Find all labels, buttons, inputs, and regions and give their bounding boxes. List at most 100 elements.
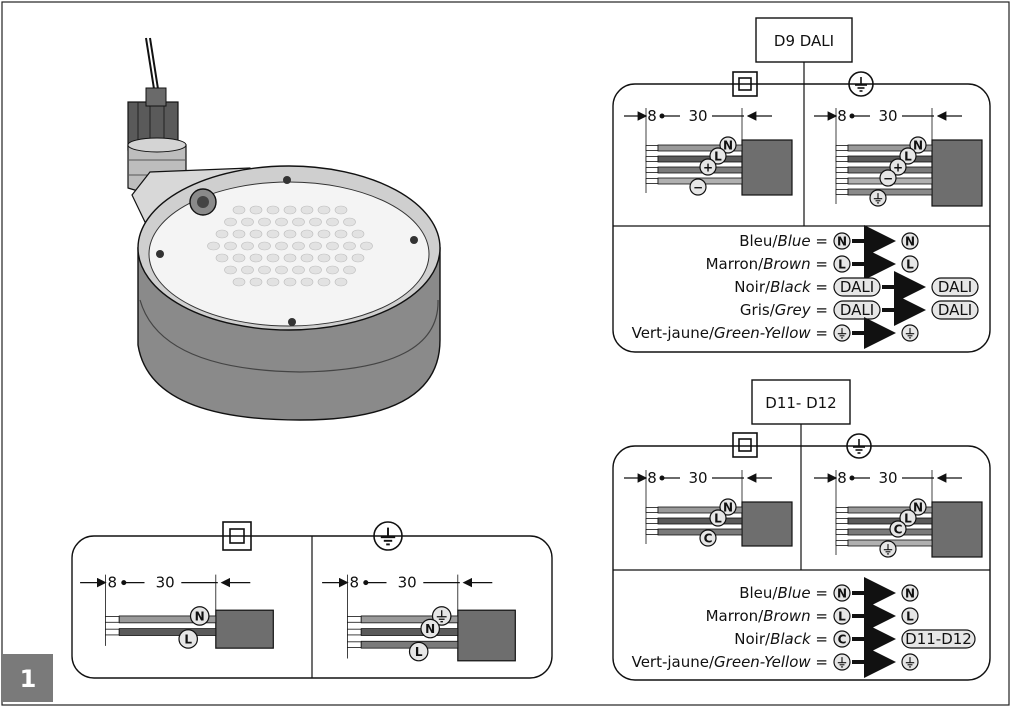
terminal-marker: L	[901, 607, 919, 625]
legend-row: Vert-jaune/Green-Yellow =	[632, 646, 919, 678]
terminal-pill: N	[833, 232, 851, 250]
terminal-pill: DALI	[931, 277, 979, 297]
terminal-pill: N	[833, 584, 851, 602]
terminal-marker: L	[709, 509, 727, 527]
terminal-label: N	[195, 609, 205, 623]
class-II-icon	[732, 432, 758, 458]
terminal-pill-label: DALI	[840, 278, 874, 296]
terminal-label: N	[425, 622, 435, 636]
terminal-pill: L	[833, 255, 851, 273]
stripped-end	[346, 616, 362, 623]
stripped-end	[645, 507, 659, 513]
terminal-label: L	[714, 150, 722, 164]
stripped-end	[645, 167, 659, 173]
legend-row: Vert-jaune/Green-Yellow =	[632, 317, 919, 349]
dimension-strip: 8	[837, 469, 847, 487]
wire	[118, 628, 217, 636]
wire	[360, 640, 459, 649]
terminal-pill	[833, 324, 851, 342]
terminal-pill-label: D11-D12	[905, 630, 972, 648]
terminal-label: C	[894, 523, 903, 537]
terminal-pill: DALI	[833, 277, 881, 297]
luminaire-illustration	[127, 37, 441, 421]
terminal-pill	[833, 653, 851, 671]
terminal-marker: −	[689, 178, 707, 196]
terminal-label: N	[913, 501, 923, 515]
terminal-marker: +	[699, 158, 717, 176]
legend-color-label: Noir/Black =	[734, 278, 828, 296]
wire	[657, 528, 743, 536]
stripped-end	[645, 518, 659, 524]
wire	[657, 155, 743, 163]
dimension-insulation: 30	[688, 469, 707, 487]
dimension-insulation: 30	[156, 574, 175, 592]
d11-panel	[612, 445, 991, 681]
page-number: 1	[20, 665, 37, 693]
terminal-marker: N	[909, 136, 927, 154]
terminal-label: +	[703, 161, 713, 175]
dimension-insulation: 30	[878, 107, 897, 125]
wire	[657, 144, 743, 152]
terminal-label: L	[906, 610, 914, 624]
terminal-label: L	[838, 258, 846, 272]
stripped-end	[835, 529, 849, 535]
terminal-marker: L	[901, 255, 919, 273]
terminal-marker: N	[833, 584, 851, 602]
terminal-pill: N	[901, 584, 919, 602]
dimension-strip: 8	[647, 469, 657, 487]
stripped-end	[105, 628, 120, 636]
terminal-label: N	[837, 235, 847, 249]
terminal-label: N	[905, 587, 915, 601]
terminal-marker: C	[889, 520, 907, 538]
stripped-end	[645, 529, 659, 535]
terminal-label: L	[904, 512, 912, 526]
terminal-label: L	[415, 645, 423, 659]
terminal-label: −	[693, 181, 703, 195]
terminal-label: L	[838, 610, 846, 624]
wire	[847, 506, 933, 514]
stripped-end	[835, 167, 849, 173]
terminal-marker	[901, 653, 919, 671]
terminal-marker	[833, 324, 851, 342]
stripped-end	[346, 628, 362, 636]
wire	[360, 628, 459, 636]
terminal-marker	[901, 324, 919, 342]
terminal-label: N	[913, 139, 923, 153]
cable-sheath	[215, 609, 274, 649]
stripped-end	[835, 189, 849, 195]
terminal-pill: DALI	[833, 300, 881, 320]
terminal-label: C	[704, 532, 713, 546]
terminal-label: N	[905, 235, 915, 249]
d11-title: D11- D12	[765, 394, 836, 412]
stripped-end	[645, 156, 659, 162]
wire	[847, 517, 933, 525]
terminal-label: L	[184, 632, 192, 646]
terminal-pill-label: DALI	[840, 301, 874, 319]
terminal-pill: L	[901, 607, 919, 625]
legend-row: Noir/Black = DALI DALI	[734, 271, 979, 303]
stripped-end	[835, 507, 849, 513]
terminal-marker	[879, 540, 897, 558]
terminal-marker: N	[833, 232, 851, 250]
wire	[847, 144, 933, 152]
wire	[360, 615, 459, 624]
terminal-pill-label: DALI	[938, 301, 972, 319]
terminal-label: +	[893, 161, 903, 175]
terminal-marker: N	[420, 618, 440, 639]
dimension-strip: 8	[108, 574, 118, 592]
stripped-end	[835, 540, 849, 546]
terminal-marker: L	[899, 509, 917, 527]
dimension-insulation: 30	[398, 574, 417, 592]
terminal-pill	[901, 324, 919, 342]
terminal-marker: N	[901, 232, 919, 250]
terminal-marker: +	[889, 158, 907, 176]
terminal-pill-label: DALI	[938, 278, 972, 296]
legend-color-label: Marron/Brown =	[706, 255, 828, 273]
